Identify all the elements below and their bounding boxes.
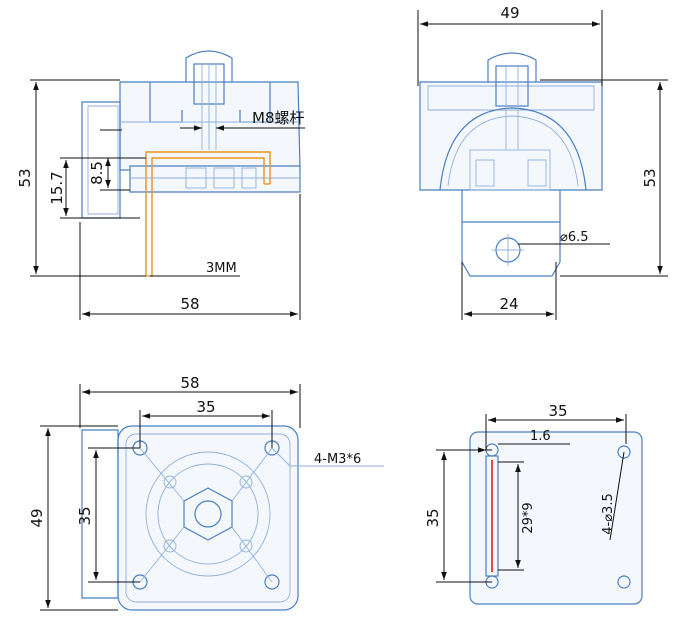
- top-dim-width: 58: [180, 374, 199, 392]
- front-dim-small-height: 8.5: [88, 161, 106, 185]
- plate-outline: [469, 431, 643, 605]
- top-view: 58 35 49 35 4-M3*6: [28, 374, 384, 611]
- plate-dim-height: 35: [424, 508, 442, 527]
- front-view: 53 15.7 8.5 M8螺杆 3MM 58: [16, 50, 305, 320]
- top-dim-height: 49: [28, 508, 46, 527]
- side-bracket: [461, 222, 561, 277]
- side-dim-bottom-width: 24: [499, 295, 518, 313]
- front-bolt-label: M8螺杆: [252, 109, 305, 127]
- top-dim-hole-spacing-x: 35: [196, 398, 215, 416]
- plate-view: 35 1.6 35 29*9 4-⌀3.5: [424, 402, 643, 605]
- plate-dim-offset: 1.6: [530, 429, 551, 444]
- front-dim-width: 58: [180, 295, 199, 313]
- top-screws-label: 4-M3*6: [314, 452, 361, 467]
- plate-dim-width: 35: [548, 402, 567, 420]
- side-housing: [419, 81, 603, 223]
- front-dim-height: 53: [16, 168, 34, 187]
- side-view: 49 53 ⌀6.5 24: [417, 4, 668, 320]
- front-housing: [81, 81, 301, 219]
- plate-holes-label: 4-⌀3.5: [601, 493, 616, 534]
- front-dim-inner-height: 15.7: [48, 171, 66, 204]
- side-bolt: [487, 52, 537, 150]
- front-bolt: [185, 50, 233, 150]
- side-dim-hole: ⌀6.5: [560, 230, 589, 245]
- side-dim-top-width: 49: [500, 4, 519, 22]
- plate-dim-slot: 29*9: [521, 502, 536, 533]
- top-dim-hole-spacing-y: 35: [76, 506, 94, 525]
- top-housing: [81, 425, 299, 611]
- front-thickness-label: 3MM: [206, 261, 237, 276]
- front-bracket: [145, 151, 271, 277]
- side-dim-height: 53: [641, 168, 659, 187]
